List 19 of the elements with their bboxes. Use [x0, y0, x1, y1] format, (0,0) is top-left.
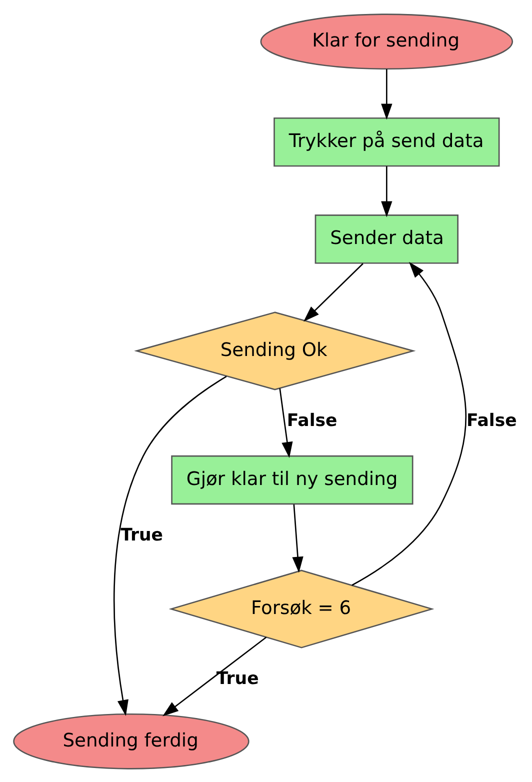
node-diamond: Sending Ok	[134, 311, 416, 390]
arrow	[279, 388, 293, 458]
edge-label: False	[286, 410, 338, 430]
edge-label: True	[120, 524, 164, 545]
node-diamond: Forsøk = 6	[168, 569, 434, 648]
edge-label: False	[466, 410, 517, 430]
node-ellipse: Klar for sending	[260, 13, 514, 70]
arrow	[381, 68, 392, 120]
arrow	[304, 262, 364, 322]
node-box: Trykker på send data	[274, 116, 500, 166]
node-ellipse: Sending ferdig	[13, 712, 250, 769]
node-box: Gjør klar til ny sending	[171, 454, 414, 504]
arrow	[114, 375, 227, 716]
edge-label: True	[216, 668, 259, 689]
arrow	[292, 504, 304, 572]
arrow	[162, 636, 267, 716]
arrow	[381, 166, 392, 217]
arrow	[352, 261, 466, 586]
node-box: Sender data	[314, 214, 458, 264]
